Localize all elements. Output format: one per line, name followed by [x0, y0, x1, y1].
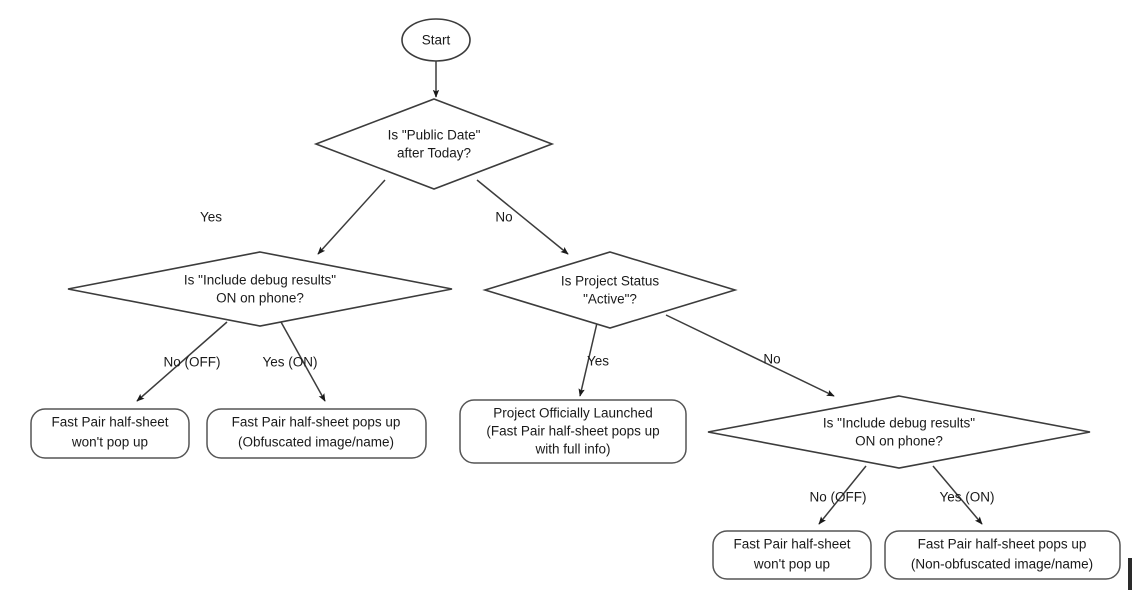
debug-left-label-line2: ON on phone?: [216, 291, 304, 306]
edge-debug-left-yes: Yes (ON): [262, 321, 326, 402]
right-off-box: [712, 530, 872, 580]
edge-label-yes-public-date: Yes: [200, 210, 222, 225]
project-status-label-line1: Is Project Status: [561, 274, 660, 289]
node-terminal-right-off[interactable]: Fast Pair half-sheet won't pop up: [712, 530, 872, 580]
left-off-label-line2: won't pop up: [71, 435, 148, 450]
edge-label-no-public-date: No: [495, 210, 512, 225]
node-terminal-left-off[interactable]: Fast Pair half-sheet won't pop up: [30, 408, 190, 459]
project-launched-label-line1: Project Officially Launched: [493, 406, 653, 421]
debug-right-label-line2: ON on phone?: [855, 434, 943, 449]
node-decision-debug-left[interactable]: Is "Include debug results" ON on phone?: [67, 251, 453, 327]
node-decision-debug-right[interactable]: Is "Include debug results" ON on phone?: [707, 395, 1091, 469]
project-launched-label-line2: (Fast Pair half-sheet pops up: [486, 424, 659, 439]
project-status-label-line2: "Active"?: [583, 292, 637, 307]
debug-right-label-line1: Is "Include debug results": [823, 416, 975, 431]
edge-public-date-no: No: [476, 179, 569, 255]
edge-project-status-no: No: [665, 314, 835, 397]
left-on-box: [206, 408, 427, 459]
start-ellipse: [401, 18, 471, 62]
project-launched-label-line3: with full info): [534, 442, 610, 457]
public-date-diamond: [313, 98, 555, 190]
project-launched-box: [459, 399, 687, 464]
project-status-diamond: [482, 251, 738, 329]
edge-debug-right-yes: Yes (ON): [932, 465, 995, 525]
edge-label-no-off-left: No (OFF): [164, 355, 221, 370]
right-off-label-line2: won't pop up: [753, 557, 830, 572]
edge-public-date-yes: Yes: [200, 179, 386, 255]
edge-artifact: [1128, 558, 1132, 590]
edge-debug-left-no: No (OFF): [136, 321, 228, 402]
node-decision-public-date[interactable]: Is "Public Date" after Today?: [313, 98, 555, 190]
debug-left-diamond: [67, 251, 453, 327]
right-on-label-line2: (Non-obfuscated image/name): [911, 557, 1093, 572]
public-date-label-line1: Is "Public Date": [388, 128, 481, 143]
edge-debug-right-no: No (OFF): [810, 465, 867, 525]
left-on-label-line2: (Obfuscated image/name): [238, 435, 394, 450]
node-decision-project-status[interactable]: Is Project Status "Active"?: [482, 251, 738, 329]
start-label: Start: [422, 33, 451, 48]
left-off-box: [30, 408, 190, 459]
node-terminal-left-on[interactable]: Fast Pair half-sheet pops up (Obfuscated…: [206, 408, 427, 459]
node-start[interactable]: Start: [401, 18, 471, 62]
edge-label-no-off-right: No (OFF): [810, 490, 867, 505]
right-off-label-line1: Fast Pair half-sheet: [733, 537, 850, 552]
node-terminal-right-on[interactable]: Fast Pair half-sheet pops up (Non-obfusc…: [884, 530, 1121, 580]
edge-label-yes-on-right: Yes (ON): [939, 490, 994, 505]
debug-right-diamond: [707, 395, 1091, 469]
edge-label-yes-project-status: Yes: [587, 354, 609, 369]
public-date-label-line2: after Today?: [397, 146, 471, 161]
right-on-label-line1: Fast Pair half-sheet pops up: [918, 537, 1087, 552]
edge-label-yes-on-left: Yes (ON): [262, 355, 317, 370]
left-on-label-line1: Fast Pair half-sheet pops up: [232, 415, 401, 430]
node-terminal-project-launched[interactable]: Project Officially Launched (Fast Pair h…: [459, 399, 687, 464]
debug-left-label-line1: Is "Include debug results": [184, 273, 336, 288]
left-off-label-line1: Fast Pair half-sheet: [51, 415, 168, 430]
edge-label-no-project-status: No: [763, 352, 780, 367]
edge-project-status-yes: Yes: [578, 322, 609, 397]
right-on-box: [884, 530, 1121, 580]
